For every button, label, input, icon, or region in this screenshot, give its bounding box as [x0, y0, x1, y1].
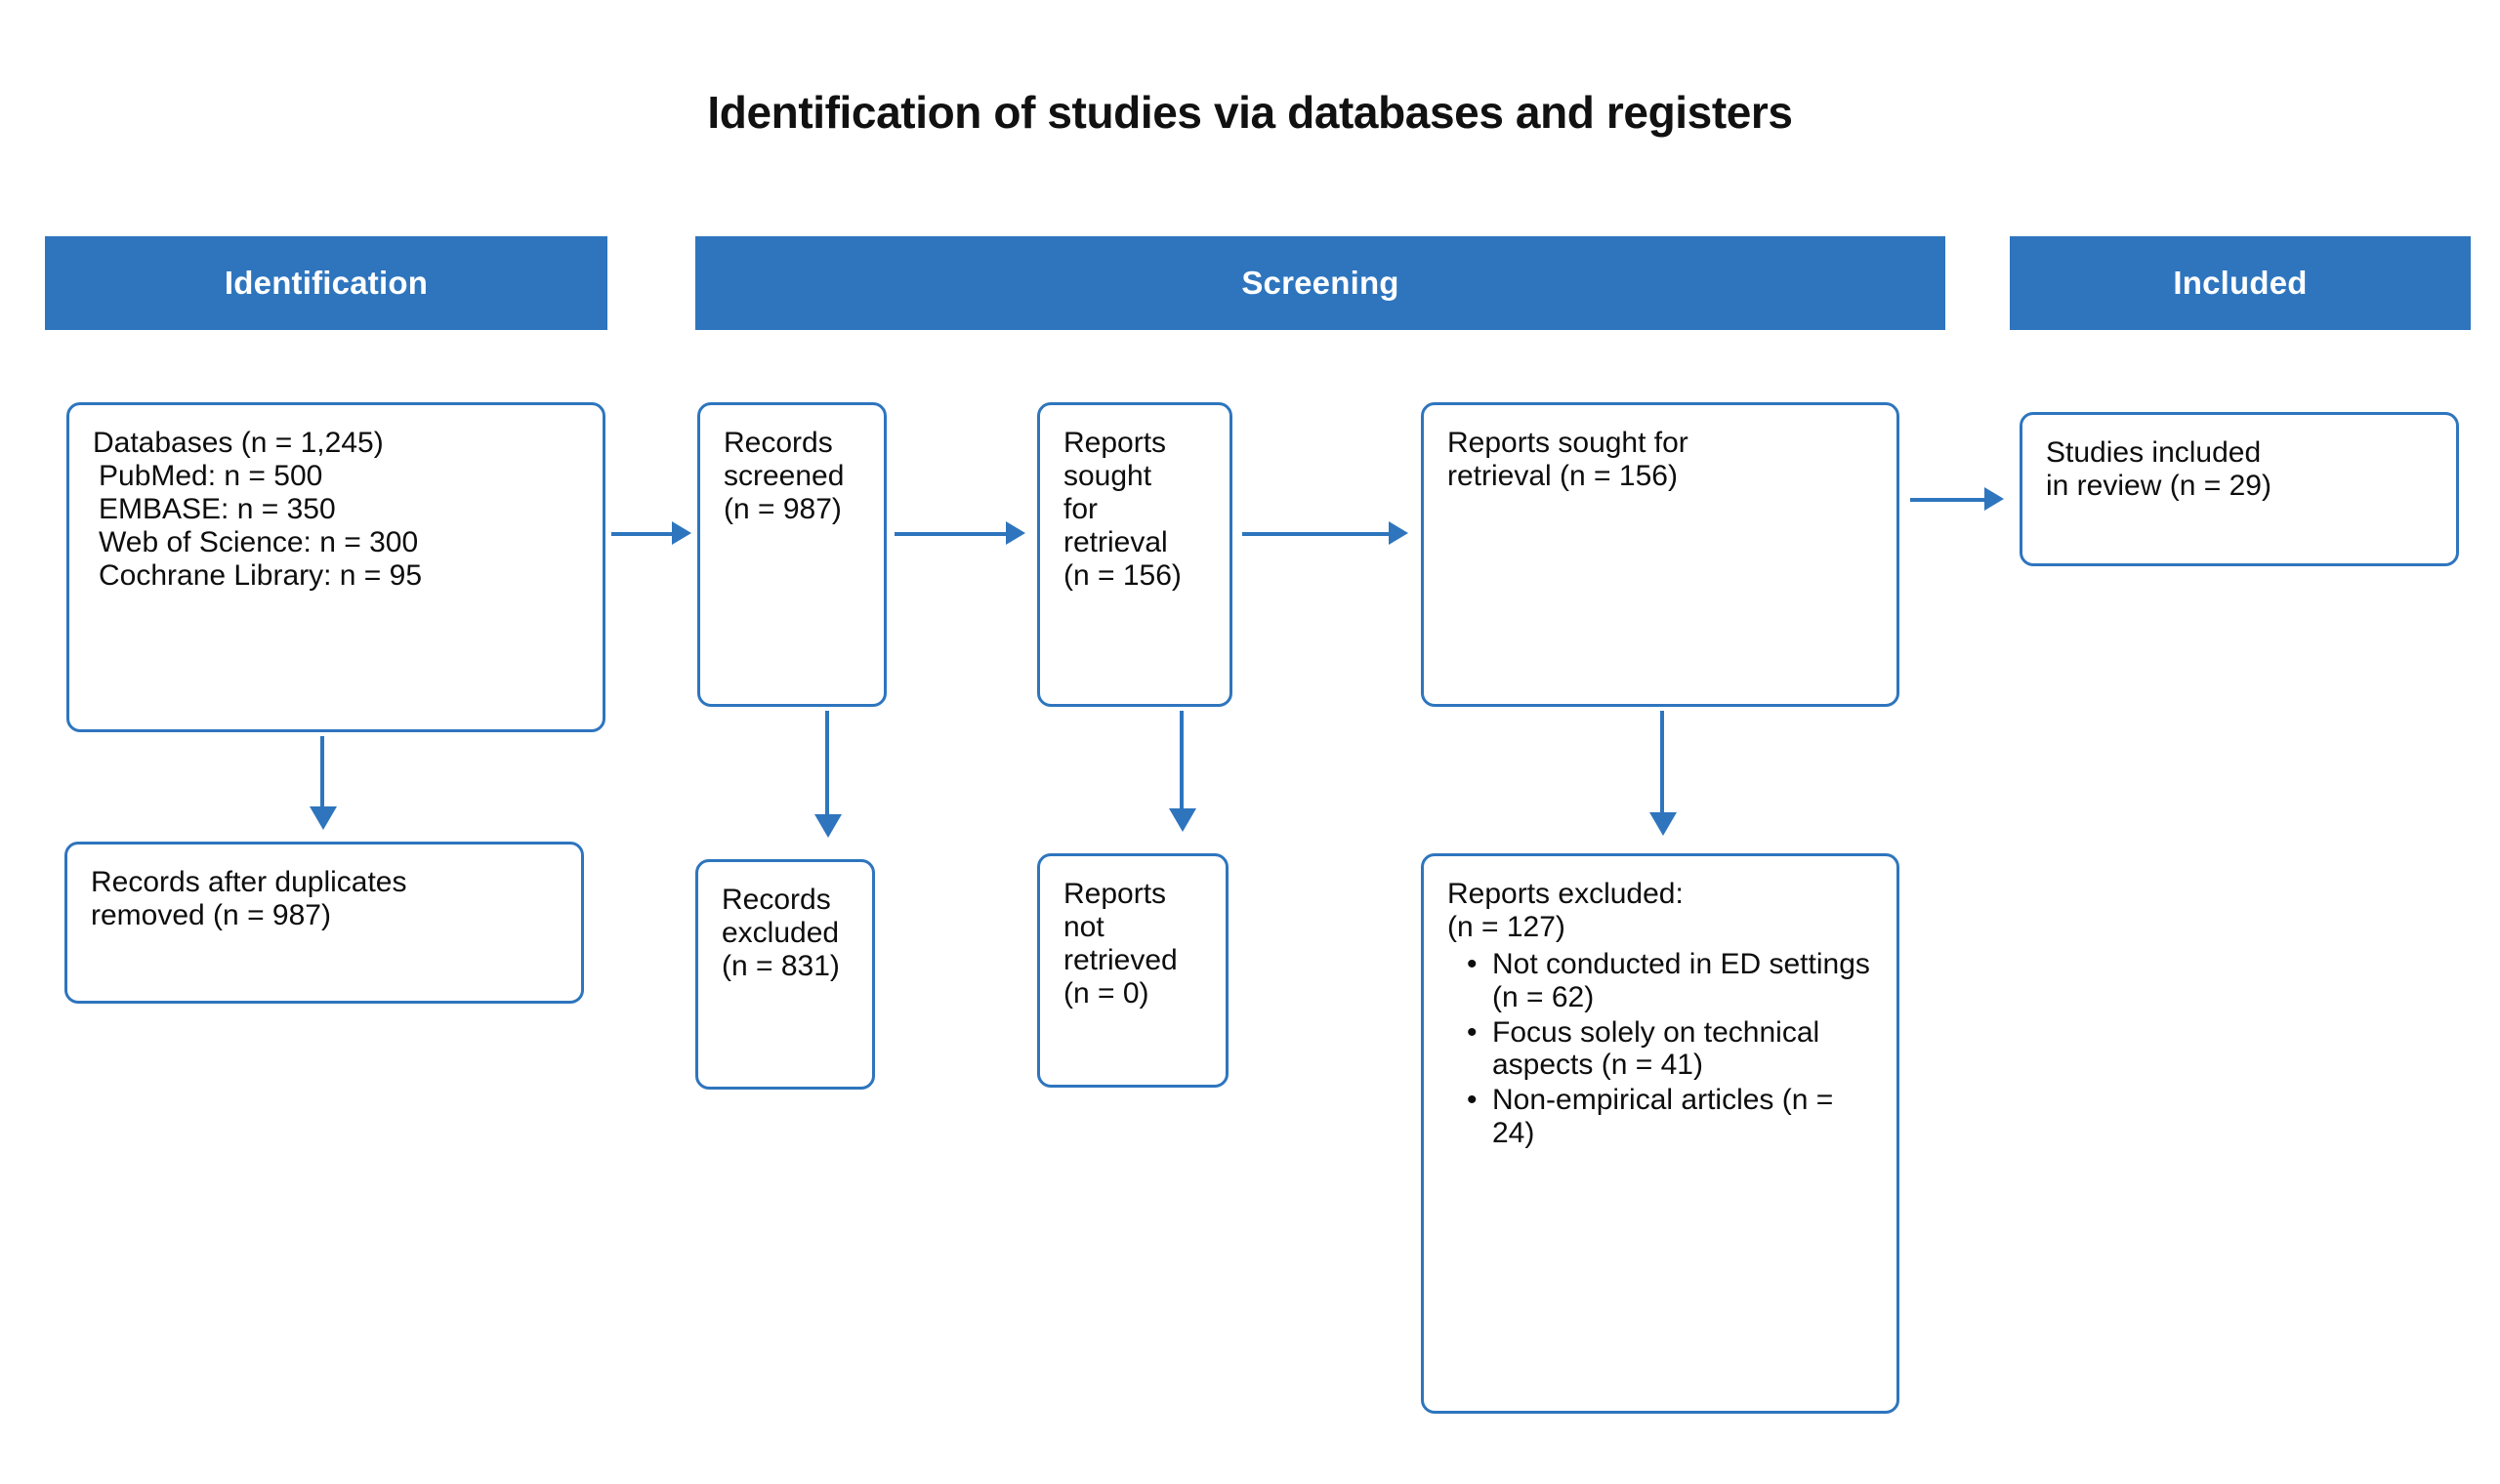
- box-duplicates-line-1: removed (n = 987): [91, 898, 331, 931]
- box-studies-included-line-1: in review (n = 29): [2046, 469, 2271, 502]
- box-records-after-duplicates-removed: Records after duplicates removed (n = 98…: [64, 842, 584, 1004]
- arrow-line: [825, 711, 829, 820]
- stage-header-included-label: Included: [2173, 265, 2308, 301]
- arrow-line: [1910, 498, 1984, 502]
- arrow-line: [1660, 711, 1664, 818]
- box-duplicates-line-0: Records after duplicates: [91, 866, 407, 898]
- box-reports-not-retrieved: Reports not retrieved (n = 0): [1037, 853, 1229, 1088]
- list-item: Focus solely on technical aspects (n = 4…: [1467, 1016, 1873, 1083]
- box-reports-not-retrieved-line-1: not: [1063, 910, 1104, 943]
- box-reports-sought-wide-line-0: Reports sought for: [1447, 427, 1688, 459]
- stage-header-identification: Identification: [45, 236, 607, 330]
- box-records-excluded: Records excluded (n = 831): [695, 859, 875, 1090]
- arrow-head-icon: [1006, 521, 1025, 545]
- arrow-line: [1180, 711, 1184, 814]
- box-databases-line-0: Databases (n = 1,245): [93, 427, 384, 459]
- box-reports-not-retrieved-line-3: (n = 0): [1063, 976, 1149, 1010]
- box-databases-line-1: PubMed: n = 500: [99, 459, 323, 492]
- box-reports-excluded: Reports excluded: (n = 127) Not conducte…: [1421, 853, 1899, 1414]
- arrow-line: [895, 532, 1006, 536]
- box-reports-sought-line-2: for: [1063, 492, 1099, 525]
- box-reports-sought-line-3: retrieval: [1063, 525, 1168, 558]
- box-records-excluded-line-1: excluded: [722, 916, 840, 949]
- reports-excluded-reason-list: Not conducted in ED settings (n = 62) Fo…: [1447, 948, 1873, 1150]
- box-reports-excluded-heading-1: (n = 127): [1447, 910, 1565, 943]
- box-databases-line-2: EMBASE: n = 350: [99, 492, 336, 525]
- arrow-head-icon: [1169, 808, 1196, 832]
- arrow-head-icon: [1984, 487, 2004, 511]
- stage-header-identification-label: Identification: [224, 265, 429, 301]
- list-item: Not conducted in ED settings (n = 62): [1467, 948, 1873, 1014]
- box-records-screened-line-2: (n = 987): [724, 492, 842, 525]
- box-records-screened-line-1: screened: [724, 459, 845, 492]
- box-records-excluded-line-2: (n = 831): [722, 949, 840, 982]
- box-databases: Databases (n = 1,245) PubMed: n = 500 EM…: [66, 402, 605, 732]
- page-title: Identification of studies via databases …: [707, 87, 1793, 138]
- box-reports-sought-line-4: (n = 156): [1063, 558, 1182, 592]
- arrow-line: [611, 532, 672, 536]
- box-records-screened: Records screened (n = 987): [697, 402, 887, 707]
- arrow-head-icon: [1389, 521, 1408, 545]
- stage-header-included: Included: [2010, 236, 2471, 330]
- arrow-head-icon: [672, 521, 691, 545]
- box-reports-sought-for-retrieval-wide: Reports sought for retrieval (n = 156): [1421, 402, 1899, 707]
- box-studies-included-line-0: Studies included: [2046, 436, 2262, 469]
- box-records-screened-line-0: Records: [724, 427, 833, 459]
- arrow-head-icon: [310, 806, 337, 830]
- arrow-head-icon: [814, 814, 842, 838]
- box-reports-sought-wide-line-1: retrieval (n = 156): [1447, 459, 1678, 492]
- box-reports-not-retrieved-line-0: Reports: [1063, 878, 1167, 910]
- box-reports-not-retrieved-line-2: retrieved: [1063, 943, 1178, 976]
- box-reports-excluded-heading-0: Reports excluded:: [1447, 878, 1684, 910]
- box-reports-sought-line-0: Reports: [1063, 427, 1167, 459]
- box-reports-sought-for-retrieval-narrow: Reports sought for retrieval (n = 156): [1037, 402, 1232, 707]
- stage-header-screening-label: Screening: [1241, 265, 1399, 301]
- arrow-head-icon: [1649, 812, 1677, 836]
- arrow-line: [320, 736, 324, 812]
- box-databases-line-3: Web of Science: n = 300: [99, 525, 419, 558]
- stage-header-screening: Screening: [695, 236, 1945, 330]
- list-item: Non-empirical articles (n = 24): [1467, 1084, 1873, 1150]
- box-studies-included-in-review: Studies included in review (n = 29): [2020, 412, 2459, 566]
- box-databases-line-4: Cochrane Library: n = 95: [99, 558, 423, 592]
- box-reports-sought-line-1: sought: [1063, 459, 1152, 492]
- box-records-excluded-line-0: Records: [722, 884, 831, 916]
- arrow-line: [1242, 532, 1389, 536]
